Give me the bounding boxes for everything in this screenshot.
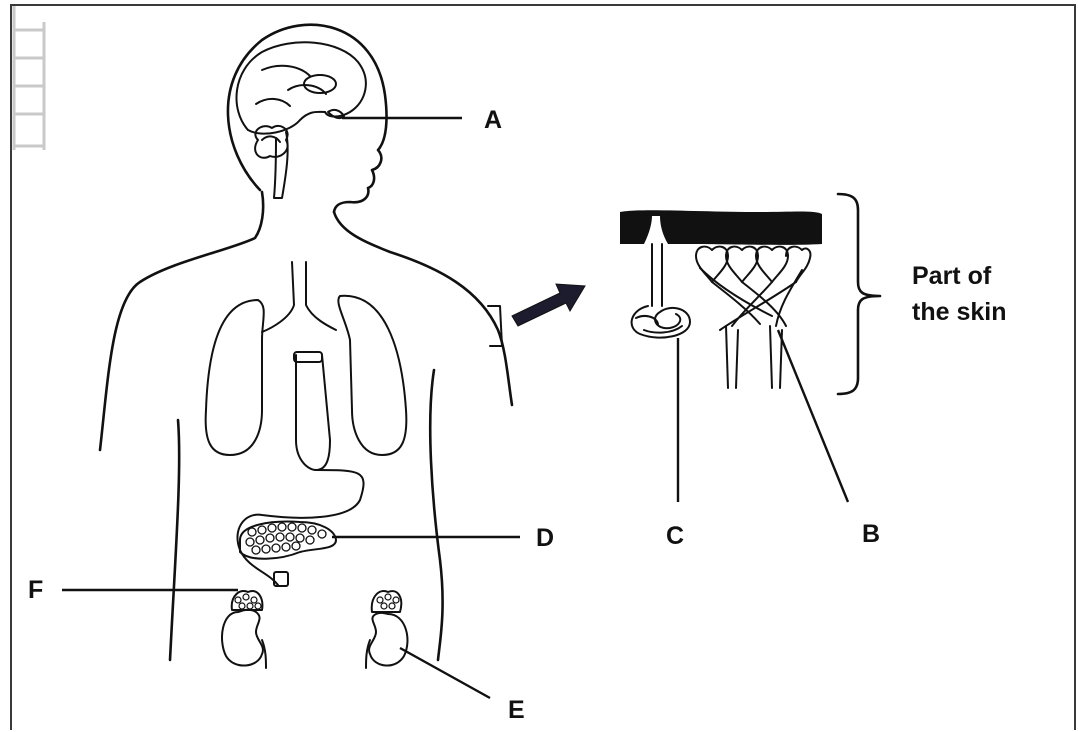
label-d: D xyxy=(536,524,554,552)
label-b: B xyxy=(862,520,880,548)
lungs xyxy=(206,262,407,455)
label-f: F xyxy=(28,576,43,604)
body-outline xyxy=(100,25,512,660)
left-kidney xyxy=(222,591,266,668)
arrow-to-skin xyxy=(512,284,585,326)
skin-brace xyxy=(838,194,880,394)
watermark-fragment xyxy=(14,6,44,150)
pancreas xyxy=(240,522,336,559)
label-a: A xyxy=(484,106,502,134)
right-kidney xyxy=(366,591,407,668)
pointer-lines xyxy=(62,118,848,698)
caption-line-1: Part of xyxy=(912,262,992,290)
label-e: E xyxy=(508,696,525,724)
caption-line-2: the skin xyxy=(912,298,1006,326)
label-c: C xyxy=(666,522,684,550)
